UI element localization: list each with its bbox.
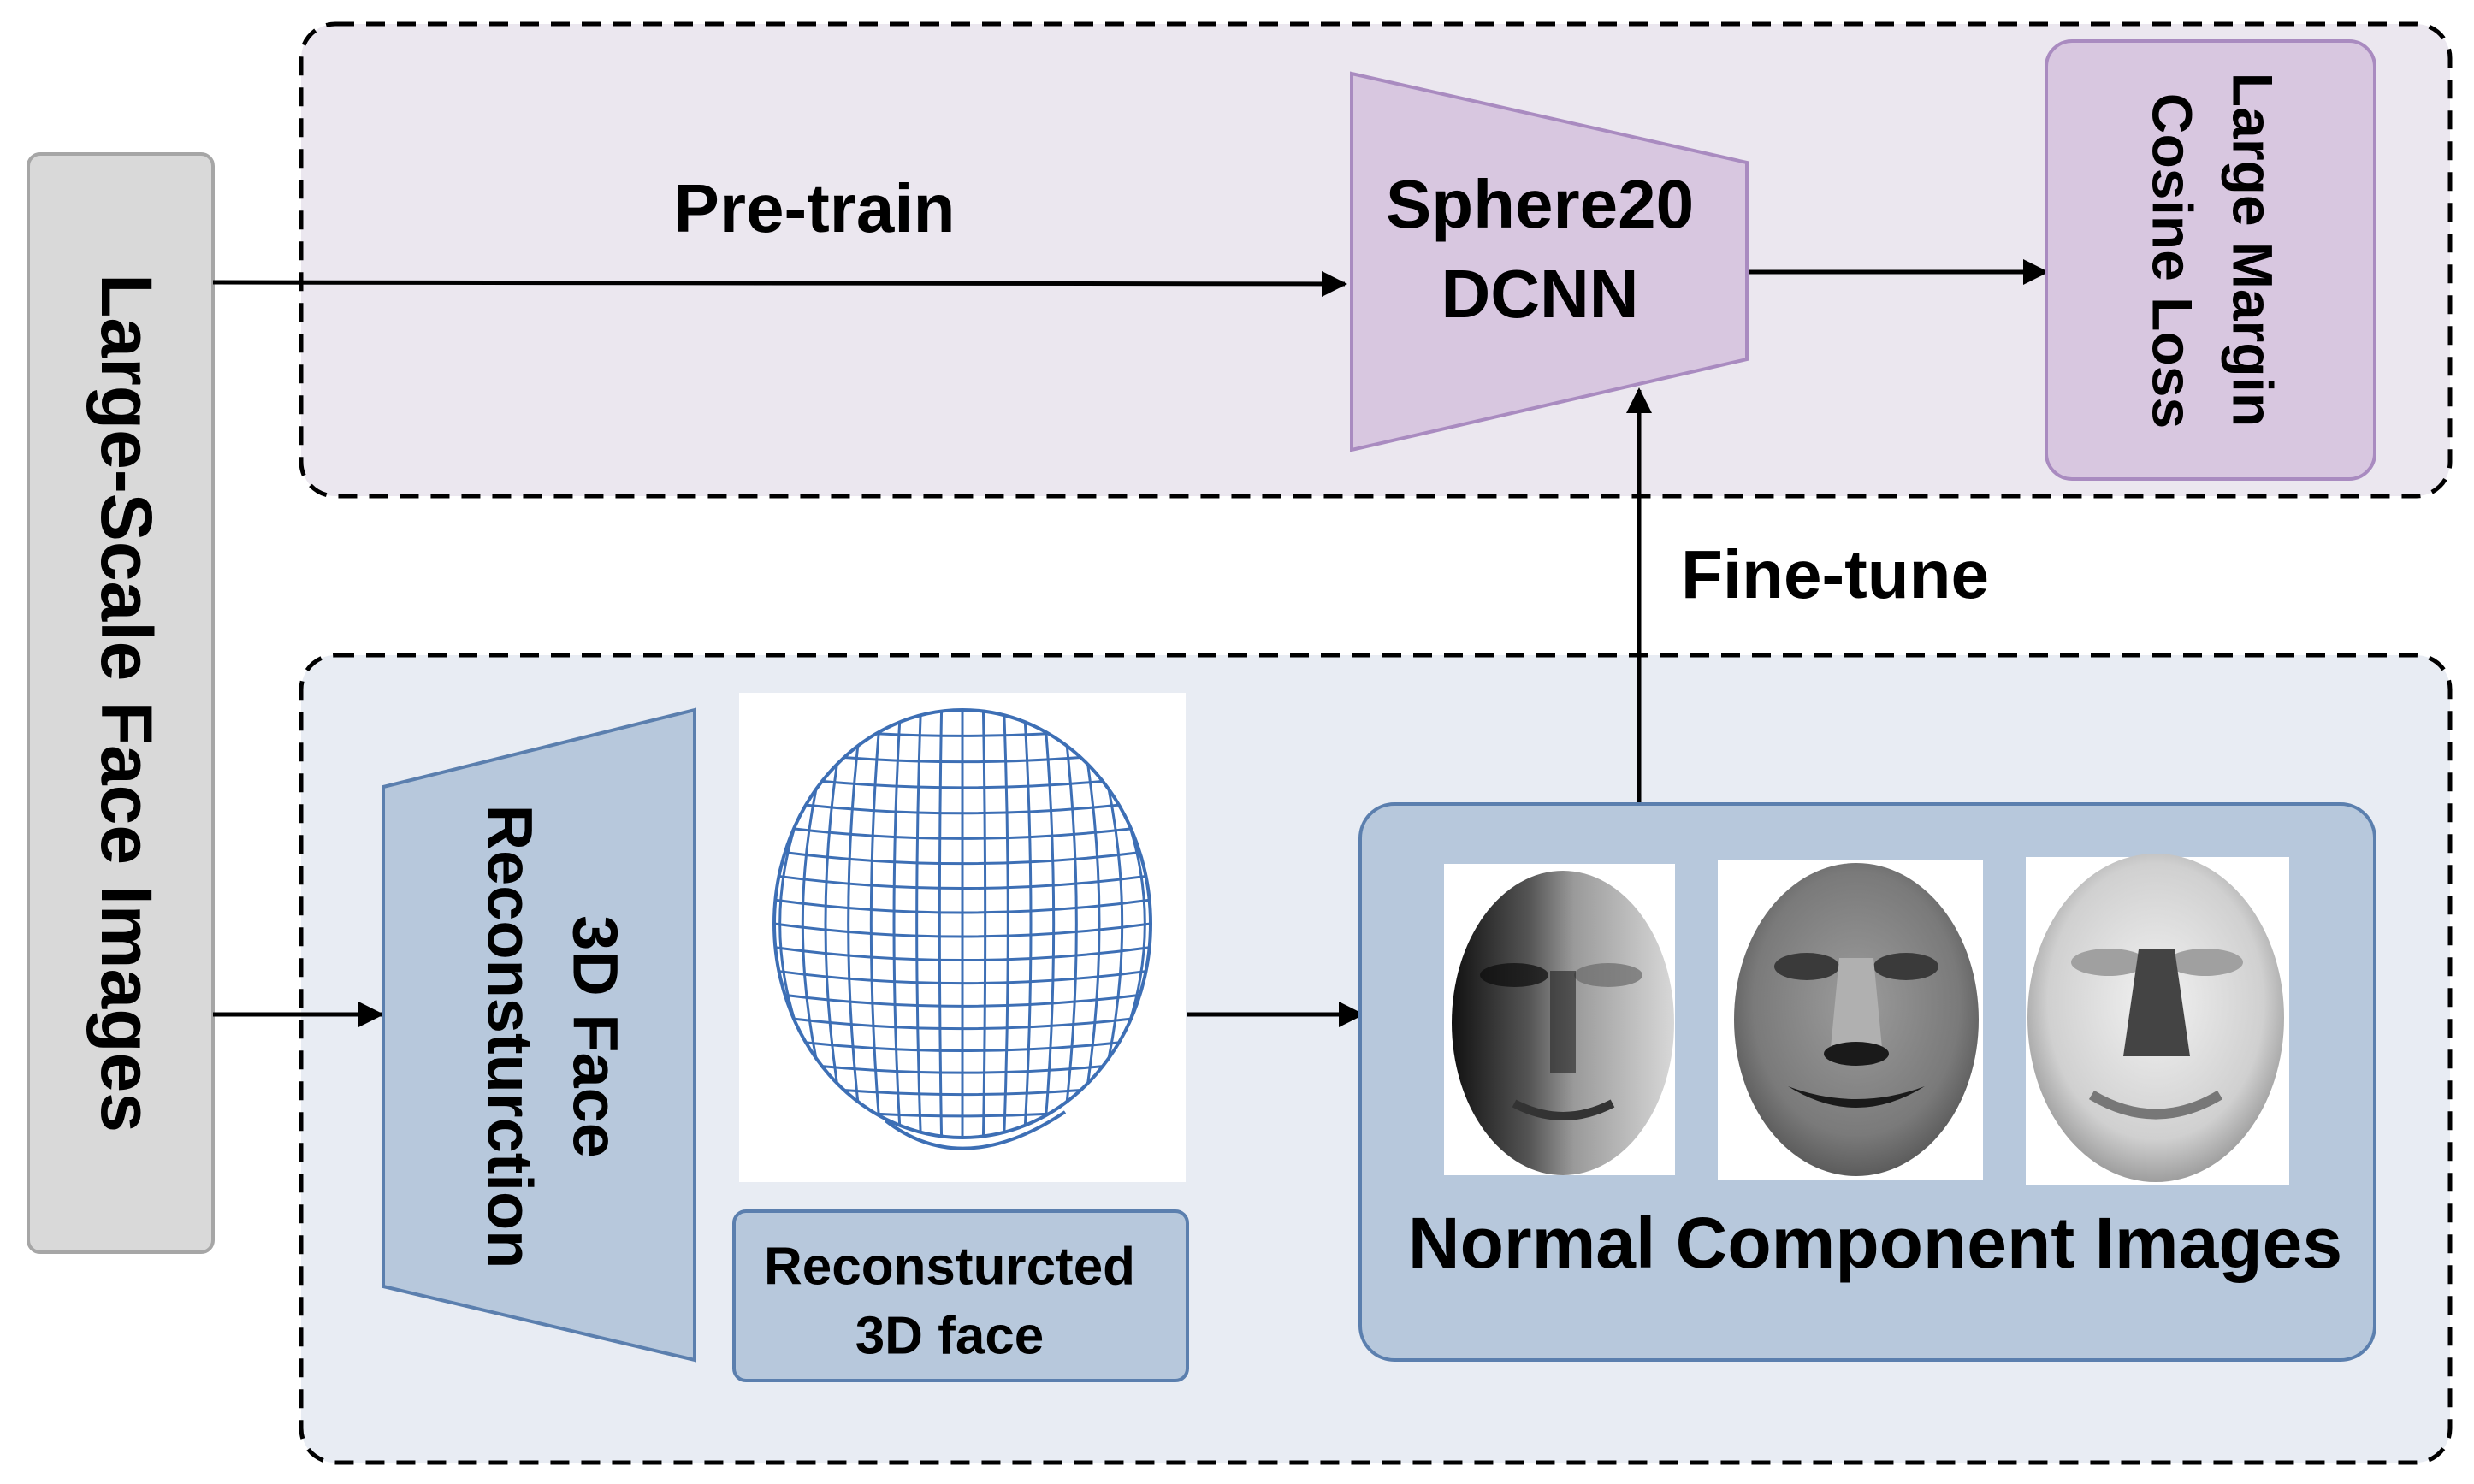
reconstructed-face-box xyxy=(732,1209,1189,1382)
loss-label-line1: Large Margin xyxy=(2222,73,2285,427)
loss-label-line2: Cosine Loss xyxy=(2141,93,2205,429)
mesh-head-image xyxy=(739,693,1186,1182)
network-name-line2: DCNN xyxy=(1441,256,1638,332)
reconstructed-face-line2: 3D face xyxy=(855,1306,1045,1365)
reconstructed-face-line1: Reconsturcted xyxy=(764,1237,1135,1296)
normal-images-label: Normal Component Images xyxy=(1408,1203,2342,1283)
loss-box xyxy=(2045,39,2376,481)
normal-image-3 xyxy=(2026,854,2289,1185)
pretrain-arrow xyxy=(212,270,1347,297)
input-images-label: Large-Scale Face Images xyxy=(86,274,167,1132)
sphere20-network xyxy=(1350,71,1749,452)
reconstruction-module xyxy=(382,707,696,1363)
reconstruction-label-line1: 3D Face xyxy=(559,915,630,1158)
network-name-line1: Sphere20 xyxy=(1386,166,1694,242)
input-images-box xyxy=(27,152,215,1254)
reconstruction-label-line2: Reconsturction xyxy=(474,805,545,1269)
pretrain-label: Pre-train xyxy=(674,170,956,246)
normal-image-2 xyxy=(1718,860,1983,1180)
finetune-label: Fine-tune xyxy=(1681,536,1989,612)
normal-image-1 xyxy=(1444,864,1675,1175)
